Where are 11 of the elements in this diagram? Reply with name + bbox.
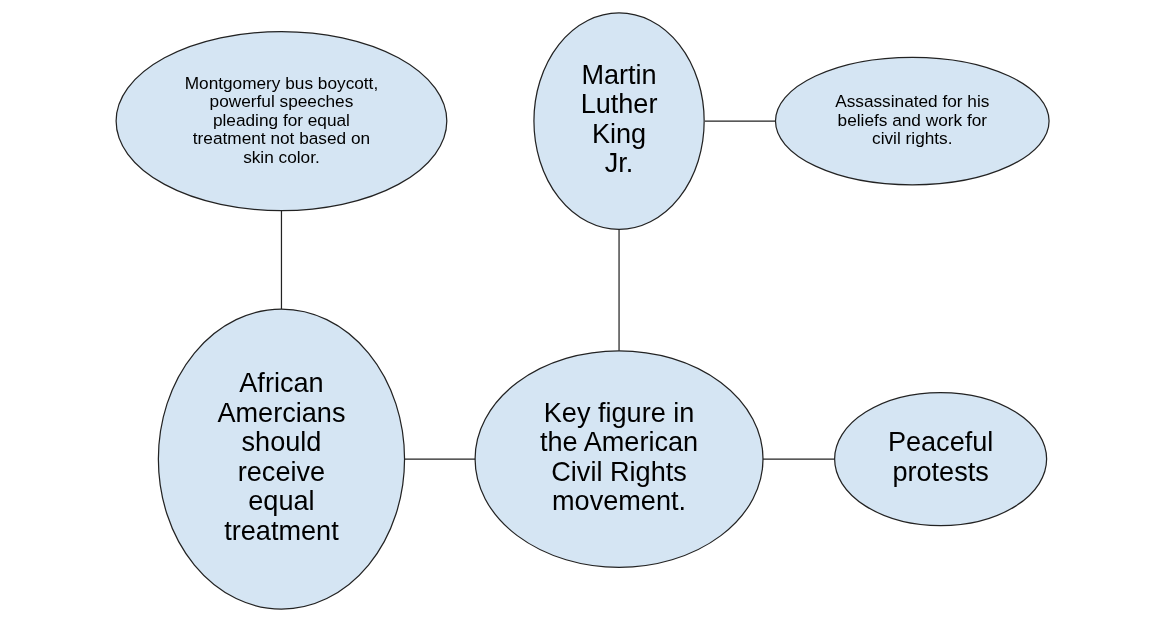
connector bbox=[704, 120, 777, 122]
node-ellipse: Assassinated for his beliefs and work for civil rights. bbox=[774, 56, 1050, 186]
node-ellipse: Martin Luther King Jr. bbox=[533, 12, 705, 230]
node-ellipse: Key figure in the American Civil Rights movement. bbox=[474, 350, 764, 568]
connector bbox=[280, 210, 283, 310]
node-ellipse: Peaceful protests bbox=[834, 391, 1048, 527]
node-ellipse: Montgomery bus boycott, powerful speeches pleading for equal treatment not based on skin color. bbox=[115, 30, 448, 212]
connector bbox=[762, 458, 835, 460]
connector bbox=[403, 458, 476, 460]
node-ellipse: African Amercians should receive equal treatment bbox=[157, 308, 406, 610]
connector bbox=[618, 228, 620, 352]
